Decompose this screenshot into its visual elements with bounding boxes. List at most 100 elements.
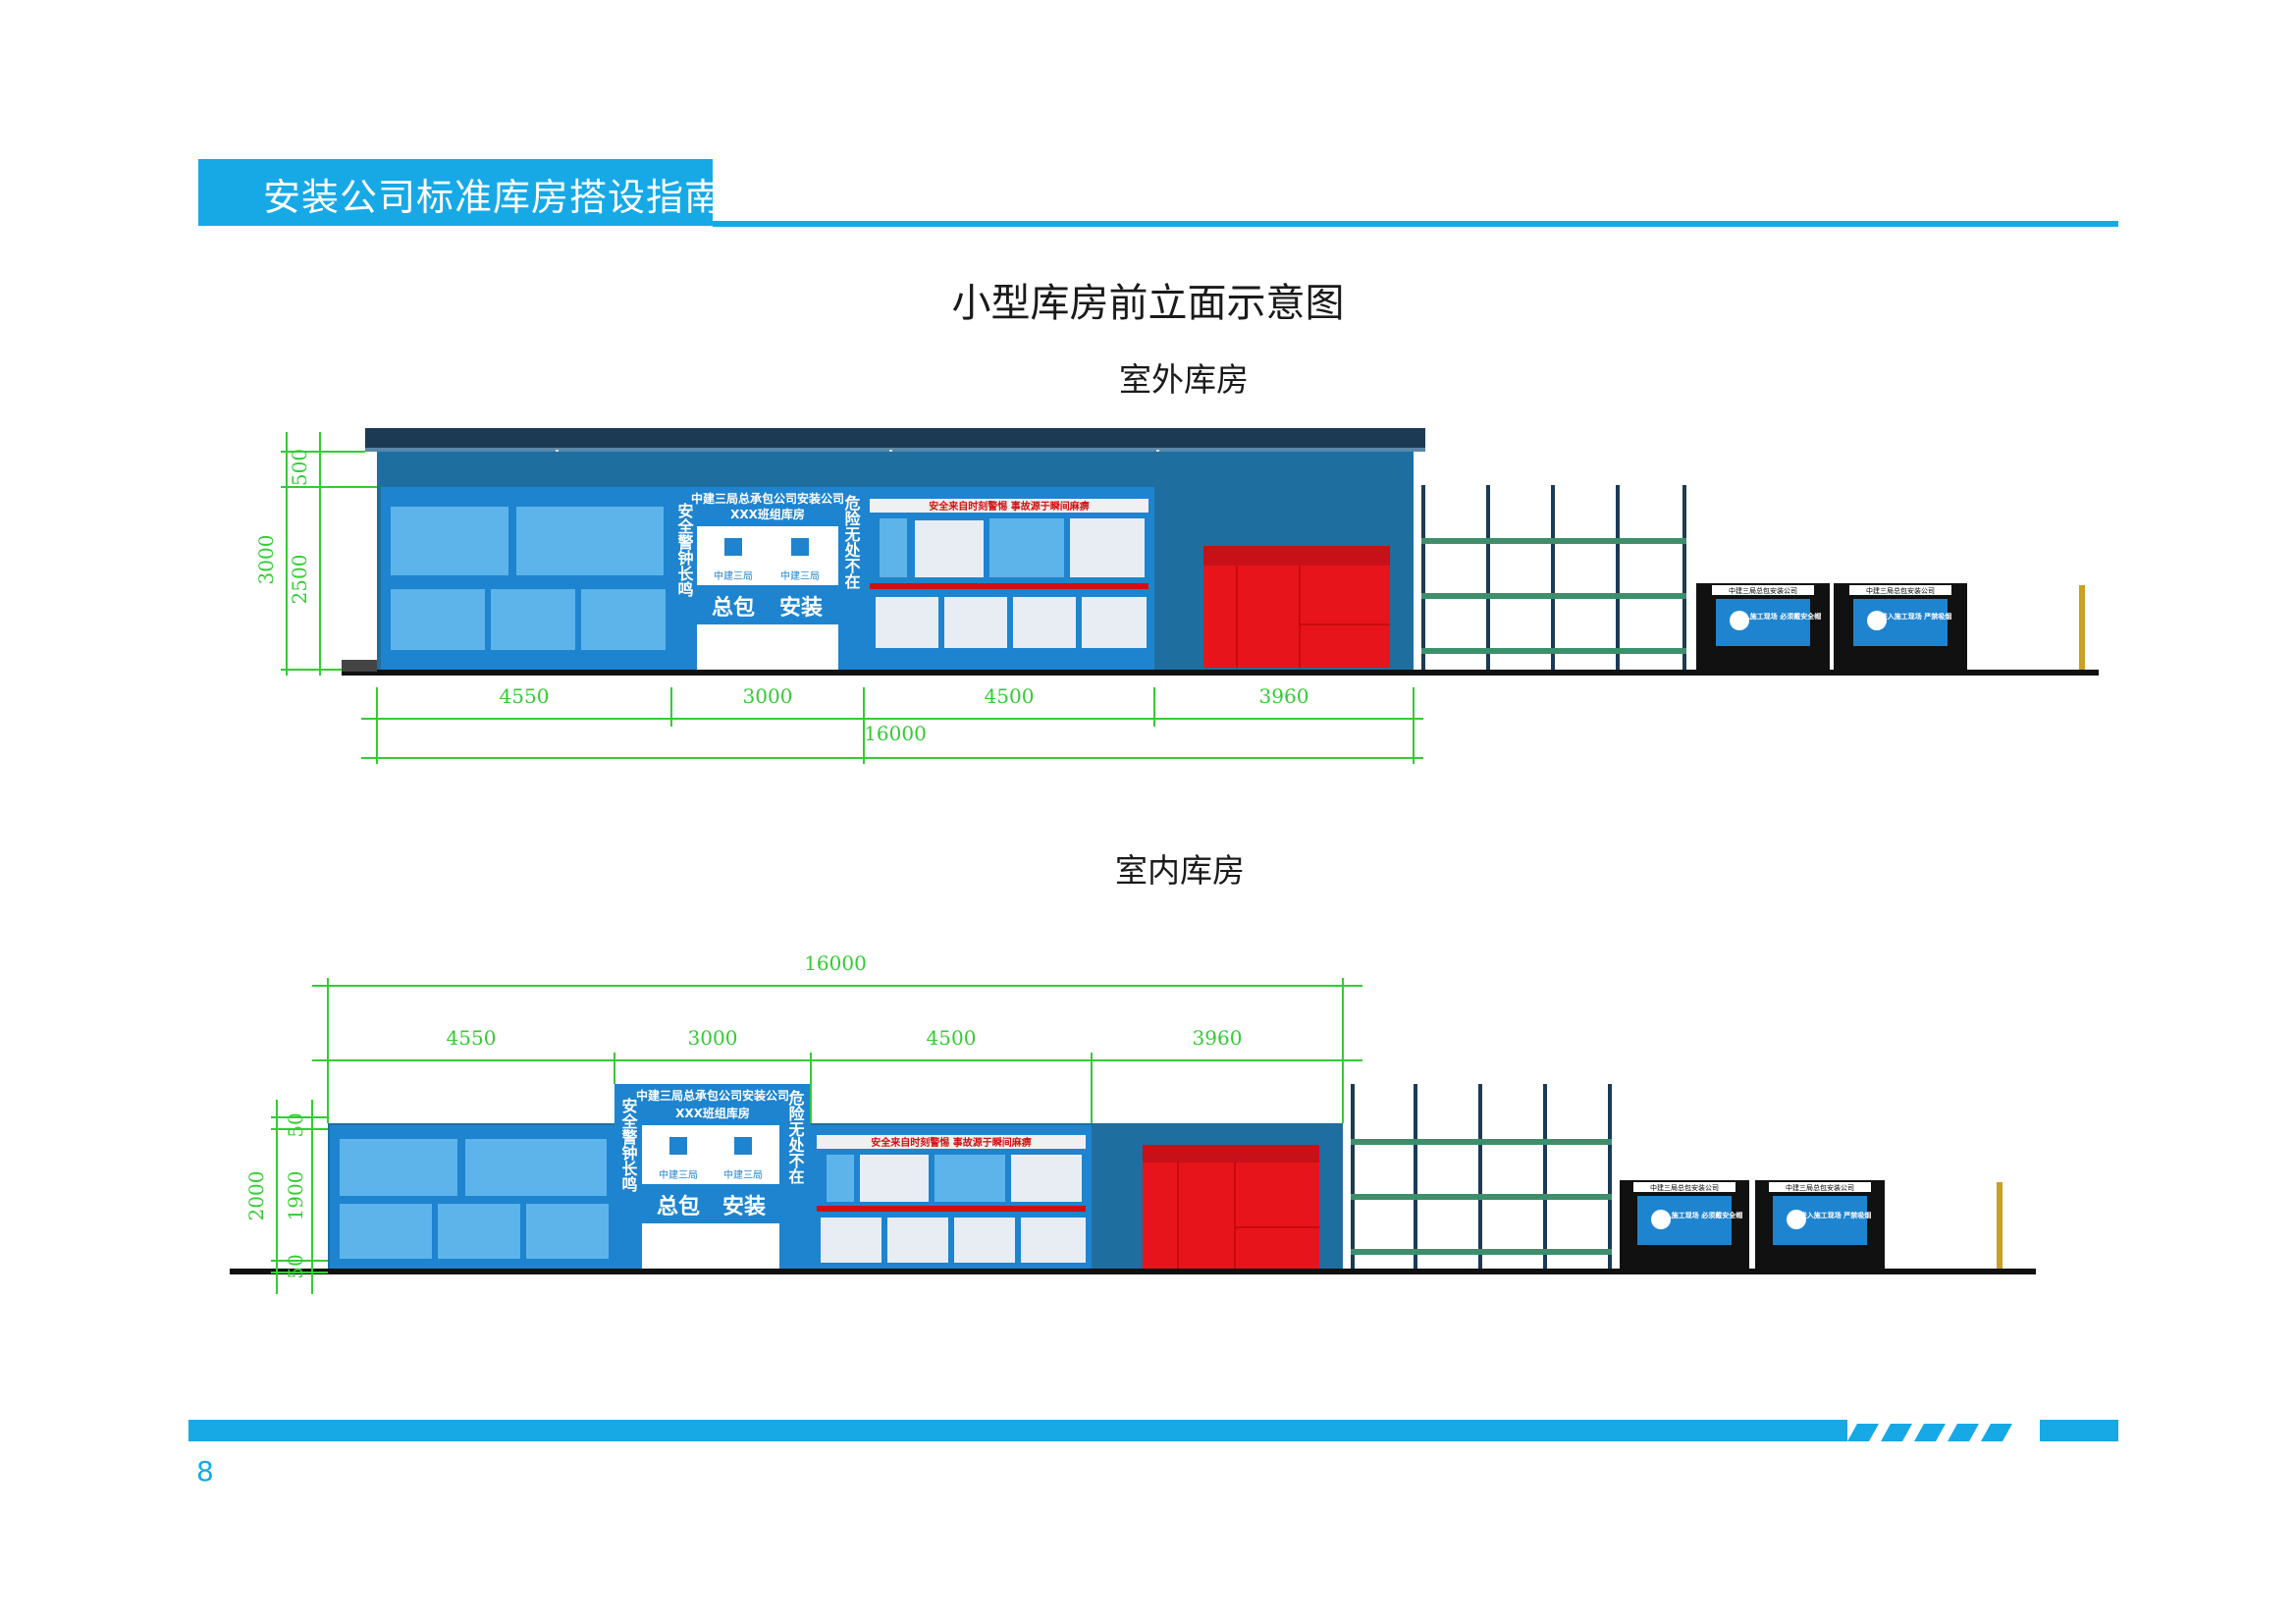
brand-text: 中建三局	[714, 569, 753, 582]
board-title-strip	[1849, 585, 1951, 595]
helmet-icon	[1651, 1210, 1671, 1229]
rack-shelf	[1421, 648, 1686, 654]
notice-board	[989, 518, 1064, 577]
footer-stripes	[1847, 1424, 2012, 1441]
red-door-header	[1203, 546, 1390, 566]
slogan-right: 安装	[722, 1194, 766, 1219]
door-upper	[697, 526, 838, 585]
brand-text: 中建三局	[780, 569, 820, 582]
no-smoking-icon	[1867, 611, 1887, 630]
safety-banner-text: 安全来自时刻警惕 事故源于瞬间麻痹	[871, 1136, 1031, 1149]
board-text: 进入施工现场 严禁吸烟	[1800, 1211, 1871, 1219]
notice-board	[860, 1155, 929, 1202]
slogan-left: 总包	[712, 595, 755, 621]
indoor-h-dims	[312, 978, 1362, 1123]
page-number: 8	[196, 1455, 214, 1488]
brand-logo-icon	[791, 538, 809, 556]
board-title: 中建三局总包安装公司	[1786, 1183, 1854, 1192]
outdoor-v-dims	[281, 432, 377, 676]
slogan-right: 安装	[779, 595, 823, 621]
rack-post	[1543, 1084, 1547, 1269]
notice-board	[944, 597, 1007, 648]
outdoor-elevation: 中建三局总承包公司安装公司 XXX班组库房 中建三局 中建三局 总包 安装 安全…	[254, 428, 2099, 764]
board-title: 中建三局总包安装公司	[1650, 1183, 1719, 1192]
v-dim-label: 3000	[254, 535, 278, 585]
indoor-title: 室内库房	[1115, 851, 1245, 890]
red-door-header	[1143, 1145, 1319, 1163]
board-title: 中建三局总包安装公司	[1866, 586, 1935, 595]
indoor-v-dims	[271, 1100, 328, 1294]
vertical-slogan-right: 危险无处不在	[842, 494, 862, 589]
notice-board	[880, 518, 907, 577]
brand-text: 中建三局	[723, 1168, 763, 1181]
footer-bar	[188, 1420, 1847, 1441]
rack-shelf	[1421, 538, 1686, 544]
photo-board	[438, 1204, 520, 1259]
v-dim-label: 1900	[284, 1171, 307, 1221]
sign-company: 中建三局总承包公司安装公司	[691, 491, 844, 506]
rack-post	[1414, 1084, 1417, 1269]
rack-post	[1351, 1084, 1355, 1269]
notice-board	[1011, 1155, 1082, 1202]
dim-total: 16000	[864, 722, 927, 745]
outdoor-h-dims	[361, 687, 1423, 764]
pole	[2079, 585, 2085, 670]
photo-board	[340, 1139, 457, 1196]
header-rule	[713, 221, 2118, 227]
rack-post	[1682, 485, 1686, 670]
rack-post	[1486, 485, 1490, 670]
outdoor-ground-line	[342, 670, 2099, 676]
vertical-slogan-right: 危险无处不在	[786, 1089, 806, 1184]
v-dim-label: 500	[288, 449, 311, 486]
sign-company: 中建三局总承包公司安装公司	[636, 1088, 789, 1103]
board-text: 进入施工现场 必须戴安全帽	[1736, 612, 1821, 621]
brand-text: 中建三局	[659, 1168, 698, 1181]
board-title-strip	[1712, 585, 1814, 595]
dim-total: 16000	[804, 951, 867, 975]
board-title-strip	[1769, 1182, 1871, 1192]
brand-logo-icon	[724, 538, 742, 556]
footer-bar-end	[2040, 1420, 2118, 1441]
outdoor-title: 室外库房	[1119, 360, 1249, 399]
notice-board	[1082, 597, 1147, 648]
pole	[1997, 1182, 2002, 1269]
rack-post	[1616, 485, 1620, 670]
photo-board	[491, 589, 575, 650]
board-text: 进入施工现场 必须戴安全帽	[1658, 1211, 1742, 1219]
notice-board	[1021, 1218, 1086, 1263]
outdoor-roof-edge	[365, 448, 1425, 452]
dim-label: 3960	[1259, 684, 1309, 708]
safety-banner	[817, 1135, 1086, 1149]
notice-board	[934, 1155, 1005, 1202]
rack-shelf	[1351, 1139, 1612, 1145]
v-dim-label: 50	[284, 1112, 307, 1137]
rack-post	[1608, 1084, 1612, 1269]
hazard-stripe	[870, 583, 1148, 589]
outdoor-step	[342, 660, 377, 672]
gas-cylinder-rack	[1421, 485, 1686, 670]
indoor-elevation: 中建三局总承包公司安装公司 XXX班组库房 中建三局 中建三局 总包 安装 安全…	[230, 951, 2036, 1294]
rack-post	[1478, 1084, 1482, 1269]
notice-board	[954, 1218, 1015, 1263]
v-dim-label: 2500	[288, 555, 311, 605]
notice-board	[821, 1218, 881, 1263]
sign-team: XXX班组库房	[675, 1106, 750, 1120]
notice-board	[887, 1218, 948, 1263]
red-door	[1203, 546, 1390, 668]
rack-shelf	[1351, 1194, 1612, 1200]
photo-board	[526, 1204, 609, 1259]
no-smoking-icon	[1787, 1210, 1806, 1229]
brand-logo-icon	[734, 1137, 752, 1155]
rack-post	[1551, 485, 1555, 670]
notice-board	[1013, 597, 1076, 648]
rack-shelf	[1421, 593, 1686, 599]
photo-board	[516, 507, 664, 575]
dim-label: 3960	[1193, 1026, 1243, 1050]
rack-shelf	[1351, 1249, 1612, 1255]
safety-banner-text: 安全来自时刻警惕 事故源于瞬间麻痹	[929, 500, 1089, 513]
photo-board	[465, 1139, 607, 1196]
brand-logo-icon	[669, 1137, 687, 1155]
dim-label: 4500	[985, 684, 1035, 708]
slogan-strip	[642, 1184, 779, 1223]
